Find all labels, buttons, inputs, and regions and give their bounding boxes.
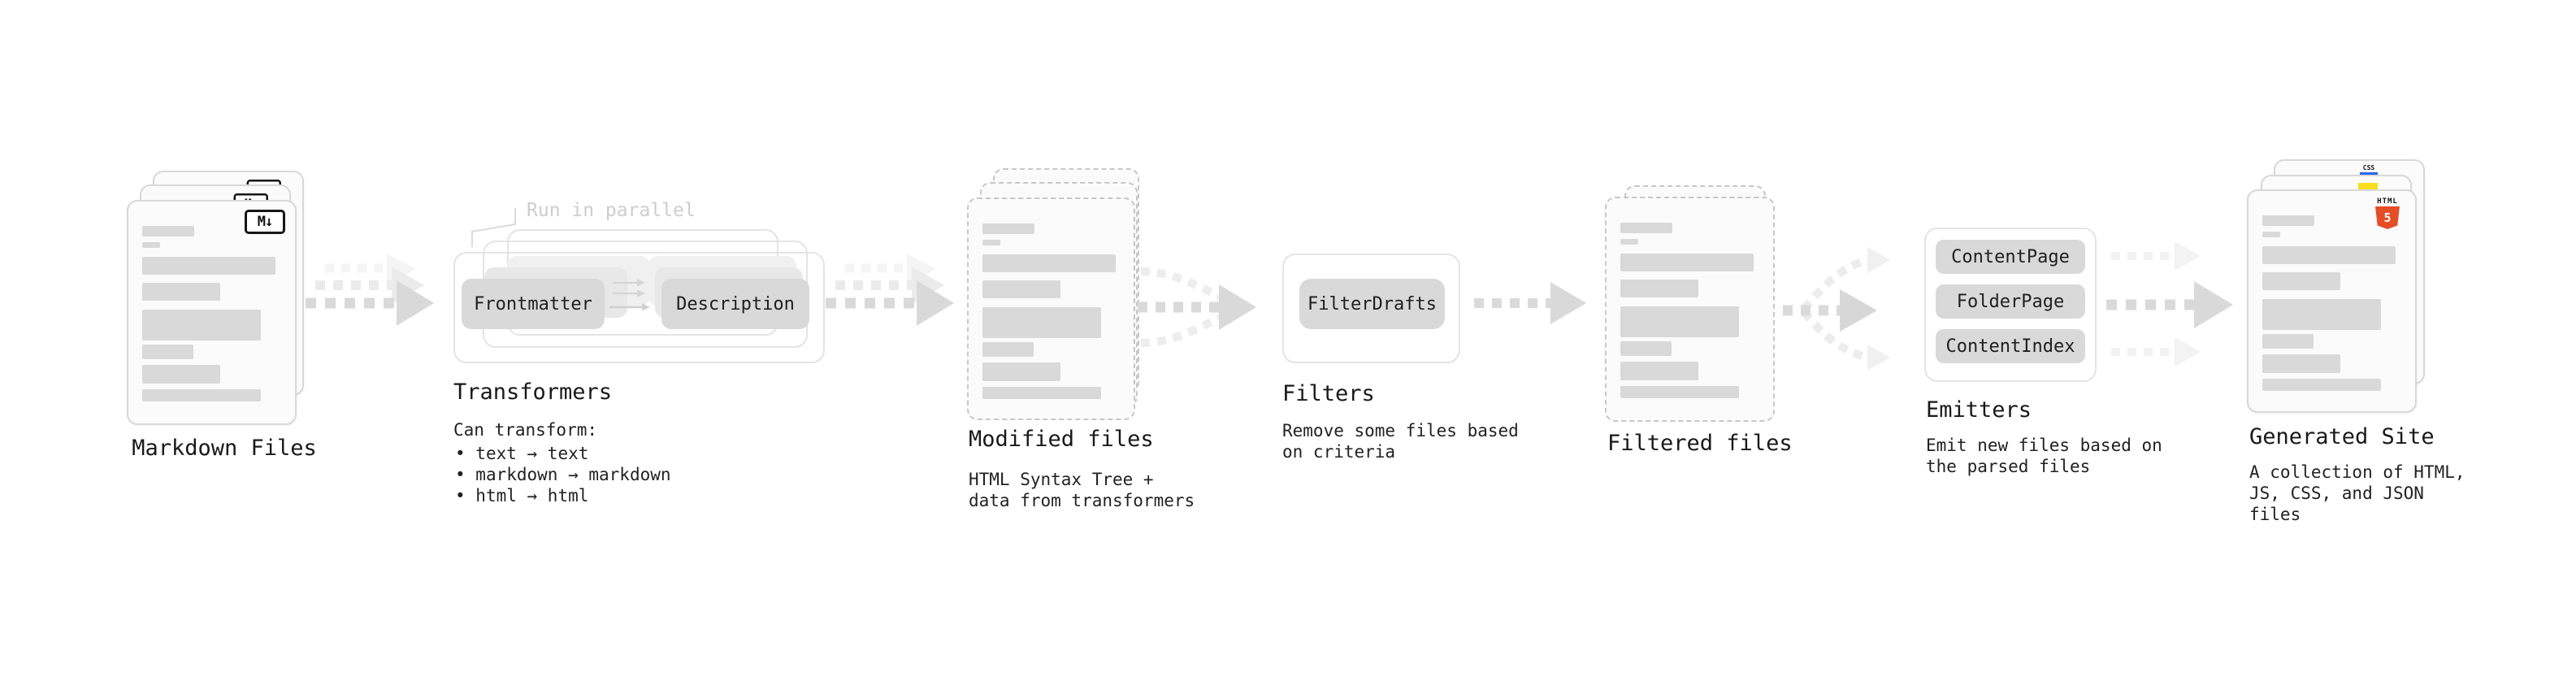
split-arrow-filtered-to-emitters [1783,247,1890,371]
skeleton-line [2262,246,2396,264]
skeleton-line [982,342,1034,357]
skeleton-line [142,389,261,401]
skeleton-line [1620,223,1672,233]
skeleton-line [982,223,1034,234]
document-skeleton [1607,198,1773,398]
stage-label-markdown-files: Markdown Files [132,436,317,461]
document-skeleton [969,199,1134,399]
skeleton-line [982,307,1101,338]
transform-bullet: text → text [455,443,671,464]
transformer-box-description: Description [661,279,809,329]
stage-label-filters: Filters [1282,381,1375,406]
emitters-container: ContentPage FolderPage ContentIndex [1924,228,2097,382]
stage-filtered-files: Filtered files [1605,185,1816,478]
skeleton-line [2262,232,2280,237]
skeleton-line [1620,280,1698,297]
stage-label-filtered-files: Filtered files [1607,431,1793,456]
filtered-file-card-front [1605,197,1775,422]
skeleton-line [142,365,220,384]
site-file-card-html: HTML 5 [2247,189,2417,413]
run-in-parallel-note: Run in parallel [527,200,696,221]
html5-icon-label: HTML [2377,197,2398,206]
modified-files-desc: HTML Syntax Tree + data from transformer… [969,470,1195,510]
generated-site-desc: A collection of HTML, JS, CSS, and JSON … [2249,462,2465,524]
skeleton-line [142,226,194,236]
css-icon-label: CSS [2362,164,2375,171]
document-skeleton [2249,191,2415,391]
stage-generated-site: CSS HTML 5 Generated Site A collection o… [2247,159,2474,524]
stage-filters: FilterDrafts Filters Remove some files b… [1282,254,1526,481]
flow-arrow-filters-to-filtered [1474,282,1586,324]
flow-arrow-markdown-to-transformers [306,254,434,326]
emitter-box-contentpage: ContentPage [1936,240,2085,274]
skeleton-line [1620,386,1739,398]
markdown-icon: M↓ [245,210,285,234]
emitters-desc: Emit new files based on the parsed files [1926,436,2162,476]
skeleton-line [1620,254,1754,271]
skeleton-line [2262,215,2314,226]
skeleton-line [142,257,275,275]
parallel-transform-arrows [609,279,650,311]
skeleton-line [982,362,1060,381]
skeleton-line [1620,362,1698,380]
filters-desc: Remove some files based on criteria [1282,421,1519,462]
skeleton-line [2262,379,2381,391]
filter-box-filterdrafts: FilterDrafts [1299,279,1445,329]
skeleton-line [2262,334,2314,349]
modified-file-card-front [967,197,1135,420]
skeleton-line [982,240,1000,245]
html5-icon: HTML 5 [2370,197,2405,229]
skeleton-line [1620,341,1672,356]
skeleton-line [1620,306,1739,337]
stage-modified-files: Modified files HTML Syntax Tree + data f… [967,168,1211,518]
transform-bullet: markdown → markdown [455,464,670,485]
stage-transformers: Run in parallel Frontmatter Description … [449,199,830,508]
html5-icon-shield: 5 [2375,206,2400,229]
skeleton-line [2262,272,2340,290]
markdown-file-card-front: M↓ [127,200,297,425]
skeleton-line [2262,354,2340,373]
css-icon: CSS [2360,165,2378,175]
stage-label-modified-files: Modified files [969,427,1154,452]
document-skeleton [128,202,295,401]
skeleton-line [142,283,220,301]
transformers-desc-heading: Can transform: [453,420,598,440]
emitter-box-folderpage: FolderPage [1936,284,2085,319]
transformers-bullet-list: text → text markdown → markdown html → h… [455,443,671,506]
stage-label-emitters: Emitters [1926,397,2032,423]
merge-arrow-modified-to-filters [1138,267,1256,347]
arrows-emitters-to-site [2106,241,2233,367]
emitter-box-contentindex: ContentIndex [1936,329,2085,363]
stage-emitters: ContentPage FolderPage ContentIndex Emit… [1924,228,2176,488]
skeleton-line [982,254,1116,272]
stage-markdown-files: M↓ M↓ M↓ Markdown Files [127,171,322,496]
js-icon [2358,183,2378,190]
skeleton-line [1620,239,1638,245]
note-leader-line [471,208,516,247]
stage-label-transformers: Transformers [453,380,613,405]
transformer-run-container-front [453,252,825,363]
skeleton-line [142,345,193,359]
skeleton-line [142,310,261,340]
skeleton-line [982,387,1101,399]
flow-arrow-transformers-to-modified [826,254,954,326]
css-icon-bar [2360,172,2378,175]
skeleton-line [982,280,1060,298]
transform-bullet: html → html [455,485,671,506]
stage-label-generated-site: Generated Site [2249,424,2435,449]
transformer-box-frontmatter: Frontmatter [462,279,605,329]
skeleton-line [2262,299,2381,330]
skeleton-line [142,242,160,248]
